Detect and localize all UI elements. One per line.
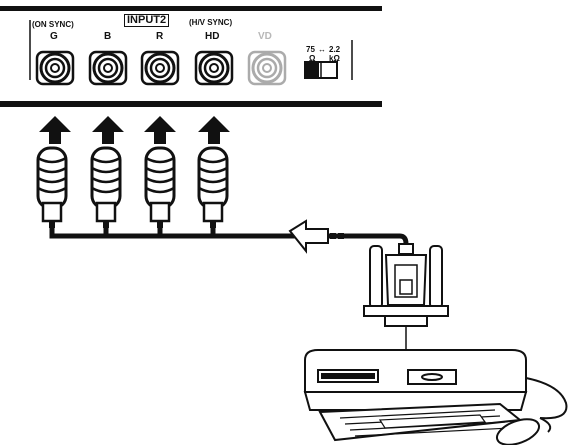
termination-switch[interactable]	[304, 61, 338, 79]
switch-left-value: 75	[306, 45, 315, 54]
arrow-up-icon	[92, 116, 124, 144]
connector-vd	[247, 50, 287, 86]
connector-hd	[194, 50, 234, 86]
computer-icon	[303, 349, 528, 442]
vga-plug-icon	[363, 243, 449, 352]
mouse-icon	[495, 377, 568, 445]
cable-plug-g	[36, 146, 68, 230]
connector-label-vd: VD	[258, 31, 272, 42]
connector-label-b: B	[104, 31, 112, 42]
cable-plug-b	[90, 146, 122, 230]
switch-left-unit: Ω	[309, 54, 316, 63]
arrow-up-icon	[198, 116, 230, 144]
input-label: INPUT2	[124, 14, 170, 27]
arrow-up-icon	[144, 116, 176, 144]
connector-label-g: G	[50, 31, 58, 42]
switch-arrow: ↔	[318, 45, 326, 54]
switch-right-value: 2.2	[329, 45, 341, 54]
arrow-up-icon	[39, 116, 71, 144]
connector-r	[140, 50, 180, 86]
switch-right-unit: kΩ	[329, 54, 340, 63]
sync-on-green-label: (ON SYNC)	[32, 20, 74, 29]
cable-harness	[49, 228, 409, 245]
signal-direction-arrow	[288, 219, 344, 254]
cable-plug-hd	[197, 146, 229, 230]
hv-sync-label: (H/V SYNC)	[189, 18, 233, 27]
cable-plug-r	[144, 146, 176, 230]
connector-label-r: R	[156, 31, 164, 42]
connector-label-hd: HD	[205, 31, 220, 42]
connector-g	[35, 50, 75, 86]
panel-bottom-edge	[0, 101, 382, 107]
connector-b	[88, 50, 128, 86]
panel-top-edge	[0, 6, 382, 11]
